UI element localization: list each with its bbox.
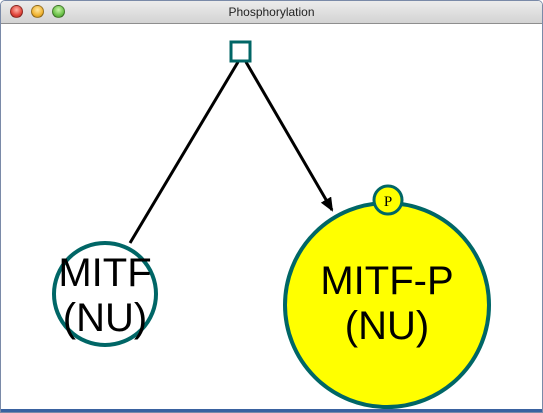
consumption-edge[interactable] <box>128 61 240 244</box>
phospho-site-label: P <box>384 194 392 210</box>
diagram-svg[interactable]: MITF (NU) MITF-P (NU) P <box>1 24 542 412</box>
production-edge[interactable] <box>244 61 334 212</box>
phospho-site-node[interactable]: P <box>372 184 404 216</box>
minimize-button[interactable] <box>31 5 44 18</box>
window-title: Phosphorylation <box>228 5 315 19</box>
product-label-line2: (NU) <box>345 304 429 348</box>
title-bar[interactable]: Phosphorylation <box>1 1 542 24</box>
product-label-line1: MITF-P <box>320 259 453 303</box>
zoom-button[interactable] <box>52 5 65 18</box>
substrate-node[interactable]: MITF (NU) <box>52 241 158 347</box>
window-bottom-border <box>1 409 542 412</box>
substrate-label-line1: MITF <box>58 251 151 295</box>
substrate-circle[interactable] <box>52 241 158 347</box>
phospho-site-circle[interactable] <box>372 184 404 216</box>
substrate-label-line2: (NU) <box>63 296 147 340</box>
product-node[interactable]: MITF-P (NU) <box>283 201 491 409</box>
process-node[interactable] <box>229 40 252 63</box>
close-button[interactable] <box>10 5 23 18</box>
diagram-canvas[interactable]: MITF (NU) MITF-P (NU) P <box>1 24 542 412</box>
